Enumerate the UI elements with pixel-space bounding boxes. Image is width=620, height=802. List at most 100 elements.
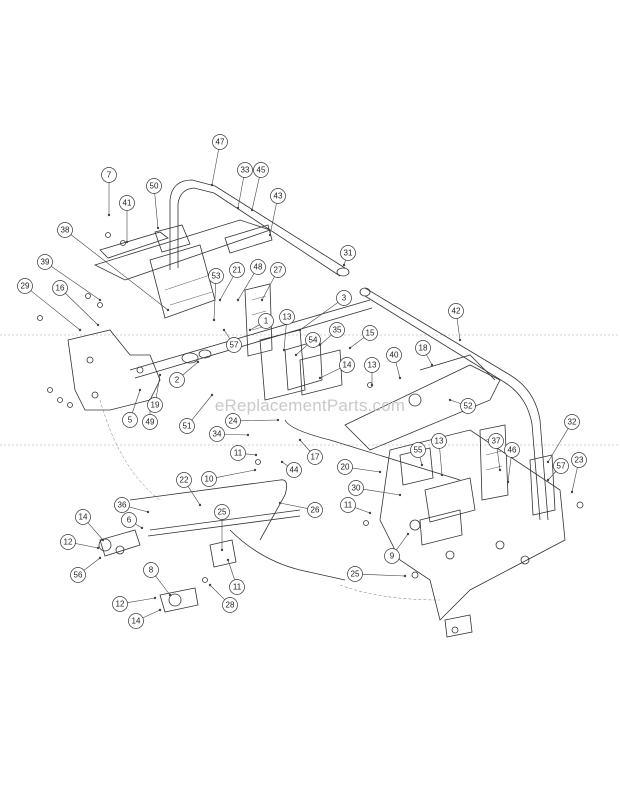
- callout-34: 34: [209, 426, 225, 442]
- callout-20: 20: [337, 459, 353, 475]
- leader-tip: [226, 558, 230, 562]
- leader-tip: [78, 328, 82, 332]
- leader-line: [456, 318, 461, 341]
- callout-circle: [347, 566, 363, 582]
- callout-14: 14: [75, 509, 91, 525]
- leader-tip: [156, 226, 160, 230]
- leader-line: [129, 506, 149, 513]
- leader-line: [269, 203, 277, 236]
- callout-number: 29: [21, 282, 30, 291]
- callout-circle: [176, 472, 192, 488]
- callout-number: 24: [229, 417, 238, 426]
- callout-circle: [114, 497, 130, 513]
- leader-line: [245, 453, 257, 456]
- callout-41: 41: [119, 195, 135, 211]
- leader-line: [547, 471, 557, 481]
- leader-tip: [448, 398, 452, 402]
- callout-circle: [307, 449, 323, 465]
- leader-tip: [268, 233, 272, 237]
- callout-circle: [142, 414, 158, 430]
- callout-number: 44: [290, 466, 299, 475]
- callout-number: 30: [352, 484, 361, 493]
- leader-line: [154, 193, 159, 229]
- right-side-plate: [379, 424, 566, 638]
- right-handle-bar: [359, 287, 549, 521]
- leader-line: [547, 428, 569, 463]
- leader-line: [419, 457, 423, 466]
- leader-line: [507, 457, 512, 483]
- callout-57: 57: [226, 337, 242, 353]
- callout-circle: [169, 372, 185, 388]
- leader-line: [191, 394, 213, 421]
- callout-number: 39: [41, 258, 50, 267]
- callout-circle: [37, 254, 53, 270]
- leader-tip: [498, 468, 502, 472]
- leader-tip: [236, 206, 240, 210]
- callout-circle: [307, 502, 323, 518]
- callout-12: 12: [60, 534, 76, 550]
- leader-tip: [506, 480, 510, 484]
- callout-number: 10: [205, 475, 214, 484]
- callout-number: 11: [234, 449, 243, 458]
- leader-line: [70, 234, 169, 311]
- callout-circle: [146, 178, 162, 194]
- callout-number: 48: [254, 263, 263, 272]
- leader-line: [155, 575, 171, 596]
- callout-18: 18: [415, 340, 431, 356]
- leader-line: [65, 293, 99, 326]
- callout-circle: [270, 188, 286, 204]
- callout-15: 15: [362, 325, 378, 341]
- callout-number: 19: [151, 401, 160, 410]
- callout-number: 1: [264, 317, 269, 326]
- callout-31: 31: [340, 245, 356, 261]
- callout-32: 32: [564, 414, 580, 430]
- callout-38: 38: [57, 222, 73, 238]
- leader-line: [426, 354, 433, 366]
- callout-circle: [431, 433, 447, 449]
- leader-line: [75, 543, 99, 549]
- leader-line: [213, 283, 216, 321]
- leader-tip: [222, 328, 226, 332]
- hardware-bolts: [37, 232, 584, 583]
- leader-tip: [218, 298, 222, 302]
- callout-circle: [270, 262, 286, 278]
- handle-bar-upper: [169, 179, 350, 277]
- leader-tip: [254, 453, 258, 457]
- callout-46: 46: [504, 442, 520, 458]
- leader-tip: [208, 583, 212, 587]
- callout-number: 18: [419, 344, 428, 353]
- leader-tip: [348, 346, 352, 350]
- callout-6: 6: [121, 512, 137, 528]
- leader-line: [227, 559, 235, 580]
- callout-circle: [279, 309, 295, 325]
- callout-number: 7: [107, 171, 112, 180]
- callout-56: 56: [70, 567, 86, 583]
- callout-circle: [230, 445, 246, 461]
- leader-line: [571, 467, 578, 493]
- callout-circle: [237, 162, 253, 178]
- center-shaft-assembly: [129, 283, 373, 401]
- leader-tip: [378, 470, 382, 474]
- leader-tip: [101, 538, 105, 542]
- callout-circle: [386, 347, 402, 363]
- leader-tip: [107, 213, 111, 217]
- callout-circle: [258, 313, 274, 329]
- leader-tip: [253, 468, 257, 472]
- leader-tip: [276, 418, 280, 422]
- callout-circle: [364, 357, 380, 373]
- leader-tip: [158, 608, 162, 612]
- callout-circle: [460, 398, 476, 414]
- callout-7: 7: [101, 167, 117, 183]
- callout-number: 54: [309, 336, 318, 345]
- callout-circle: [336, 290, 352, 306]
- callout-number: 8: [149, 566, 154, 575]
- callout-22: 22: [176, 472, 192, 488]
- callout-24: 24: [225, 413, 241, 429]
- leader-line: [216, 469, 256, 478]
- callout-12: 12: [112, 596, 128, 612]
- callout-2: 2: [169, 372, 185, 388]
- callout-circle: [143, 562, 159, 578]
- callout-number: 13: [283, 313, 292, 322]
- callout-circle: [101, 167, 117, 183]
- callout-number: 37: [492, 437, 501, 446]
